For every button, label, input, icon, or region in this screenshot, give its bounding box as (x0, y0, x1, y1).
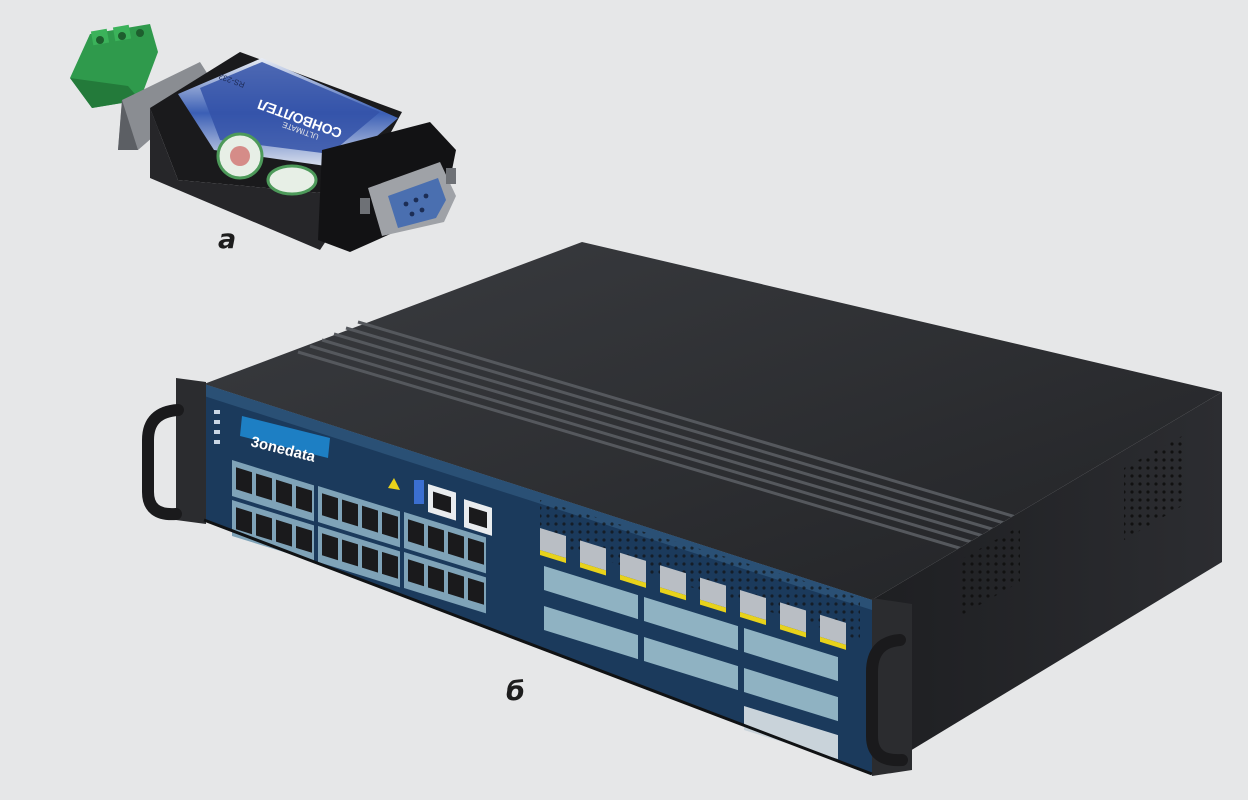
chassis-top (204, 242, 1222, 600)
status-leds (214, 410, 220, 444)
rack-switch: 3onedata (142, 242, 1222, 776)
right-handle (866, 634, 908, 767)
seal-sticker (266, 164, 318, 196)
caption-b: б (506, 676, 525, 707)
rj45-ports (232, 460, 492, 614)
side-vent (1124, 436, 1182, 540)
sfp-ports (540, 528, 846, 760)
heat-sink-fins (297, 320, 1027, 552)
serial-converter: СОНВОЛТЕЛ ULTIMATE RS-232 (70, 24, 456, 252)
db9-connector (388, 178, 446, 228)
caption-a: а (218, 224, 237, 255)
left-handle (142, 404, 184, 521)
